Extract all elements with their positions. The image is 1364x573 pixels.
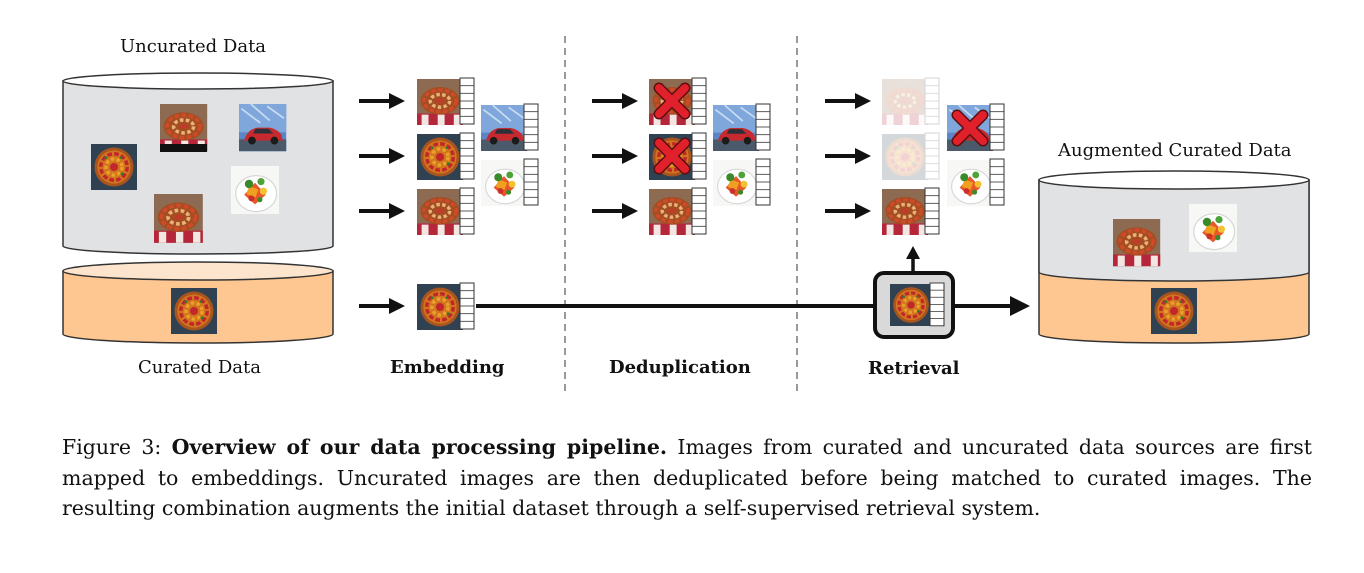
caption-title: Overview of our data processing pipeline… xyxy=(171,435,668,459)
salad-image-icon xyxy=(712,159,760,207)
tart-image-icon xyxy=(415,132,465,182)
tart-image-icon xyxy=(152,192,205,245)
embedding-label: Embedding xyxy=(390,357,505,378)
arrow-icon xyxy=(823,91,873,111)
arrow-icon xyxy=(357,201,407,221)
arrow-icon xyxy=(823,201,873,221)
tart-image-icon xyxy=(647,187,697,237)
retrieval-stage xyxy=(823,77,1030,339)
retrieval-label: Retrieval xyxy=(868,358,960,379)
tart-image-icon xyxy=(880,77,930,127)
arrow-icon xyxy=(906,246,920,259)
arrow-icon xyxy=(590,146,640,166)
augmented-data-label: Augmented Curated Data xyxy=(1058,140,1292,161)
tart-image-icon xyxy=(1149,286,1199,336)
arrow-icon xyxy=(590,91,640,111)
tart-image-icon xyxy=(89,142,139,192)
tart-image-icon xyxy=(888,282,934,328)
car-image-icon xyxy=(480,104,528,152)
salad-image-icon xyxy=(230,165,280,215)
pipeline-diagram xyxy=(62,36,1310,395)
arrow-icon xyxy=(357,146,407,166)
tart-image-icon xyxy=(880,132,930,182)
uncurated-images xyxy=(89,102,288,245)
arrow-icon xyxy=(823,146,873,166)
deduplication-label: Deduplication xyxy=(609,357,751,378)
tart-image-icon xyxy=(169,286,219,336)
arrow-icon xyxy=(1010,296,1030,316)
salad-image-icon xyxy=(480,159,528,207)
uncurated-data-label: Uncurated Data xyxy=(120,36,267,57)
arrow-icon xyxy=(357,296,407,316)
caption-text: Images from curated and uncurated data s… xyxy=(62,435,1312,520)
augmented-data-cylinder xyxy=(1038,170,1310,344)
tart-image-icon xyxy=(415,77,465,127)
arrow-icon xyxy=(357,91,407,111)
figure-caption: Figure 3: Overview of our data processin… xyxy=(62,432,1312,524)
salad-image-icon xyxy=(946,159,994,207)
curated-data-label: Curated Data xyxy=(138,357,261,378)
salad-image-icon xyxy=(1188,203,1238,253)
car-image-icon xyxy=(712,104,760,152)
tart-image-icon xyxy=(415,282,465,332)
tart-image-icon xyxy=(415,187,465,237)
deduplication-stage xyxy=(590,77,771,237)
caption-prefix: Figure 3: xyxy=(62,435,172,459)
arrow-icon xyxy=(590,201,640,221)
car-image-icon xyxy=(238,103,288,153)
embedding-stage xyxy=(357,77,539,332)
tart-image-icon xyxy=(1111,217,1162,268)
curated-data-cylinder xyxy=(62,261,334,344)
tart-image-icon xyxy=(880,187,930,237)
